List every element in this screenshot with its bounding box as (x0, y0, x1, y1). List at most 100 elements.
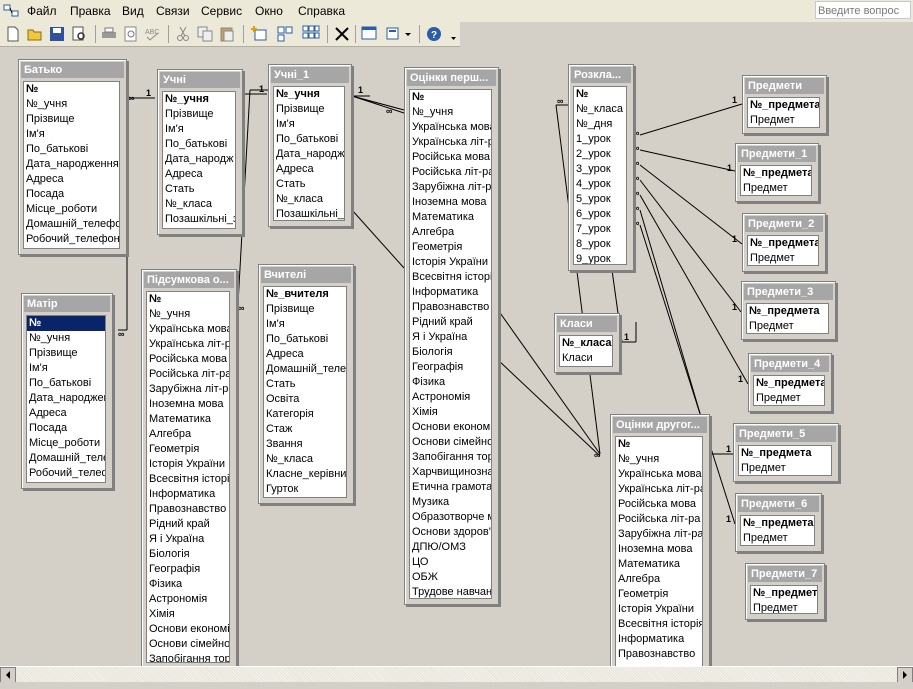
field-item[interactable]: Біологія (412, 346, 453, 358)
field-item[interactable]: Стать (276, 178, 306, 190)
relationship-line[interactable] (497, 359, 601, 457)
field-item[interactable]: Запобігання тор (412, 451, 491, 463)
field-item[interactable]: Місце_роботи (29, 437, 101, 449)
field-item[interactable]: Основи сімейної ж (149, 638, 229, 650)
menu-window[interactable]: Окно (255, 4, 283, 18)
field-item[interactable]: 5_урок (576, 193, 611, 205)
field-item[interactable]: №_учня (618, 453, 660, 465)
table-title[interactable]: Предмети_7 (748, 566, 822, 582)
field-item[interactable]: По_батькові (266, 333, 329, 345)
field-list-scrollbar[interactable] (819, 585, 824, 614)
field-item[interactable]: Правознавство (412, 301, 490, 313)
field-item[interactable]: 1_урок (576, 133, 611, 145)
menu-tools[interactable]: Сервис (201, 4, 243, 18)
menu-view[interactable]: Вид (122, 4, 144, 18)
field-item[interactable]: Російська мова (412, 151, 491, 163)
relationship-line[interactable] (351, 209, 405, 269)
relationship-line[interactable] (237, 89, 251, 305)
field-item[interactable]: Стать (266, 378, 296, 390)
field-item[interactable]: №_предмета (749, 305, 820, 317)
chevron-down-icon[interactable] (403, 25, 413, 43)
field-item[interactable]: №_класа (165, 198, 213, 210)
table-title[interactable]: Вчителі (261, 267, 351, 283)
field-list-scrollbar[interactable] (614, 335, 619, 367)
field-item[interactable]: №_вчителя (266, 288, 329, 300)
field-item[interactable]: 8_урок (576, 238, 611, 250)
field-item[interactable]: Зарубіжна літ-ра (149, 383, 229, 395)
field-item[interactable]: Посада (29, 422, 68, 434)
field-item[interactable]: Математика (618, 558, 680, 570)
field-item[interactable]: Позашкільні_з (165, 213, 235, 225)
field-item[interactable]: Основи сімейної (412, 436, 491, 448)
field-item[interactable]: ДПЮ/ОМЗ (412, 541, 466, 553)
field-item[interactable]: № (412, 91, 425, 103)
field-item[interactable]: Музика (412, 496, 450, 508)
field-item[interactable]: Класне_керівни (266, 468, 346, 480)
field-list-scrollbar[interactable] (704, 436, 709, 666)
menu-edit[interactable]: Правка (70, 4, 111, 18)
field-item[interactable]: №_учня (412, 106, 454, 118)
field-item[interactable]: № (618, 438, 631, 450)
field-item[interactable]: Зарубіжна літ-ра (412, 181, 491, 193)
field-item[interactable]: 4_урок (576, 178, 611, 190)
field-item[interactable]: №_учня (276, 88, 320, 100)
field-item[interactable]: Географія (149, 563, 201, 575)
relationship-line[interactable] (497, 309, 601, 455)
scroll-right-button[interactable] (897, 667, 913, 683)
table-title[interactable]: Учні (160, 72, 240, 88)
field-item[interactable]: Математика (412, 211, 474, 223)
field-item[interactable]: Предмет (749, 320, 794, 332)
field-item[interactable]: Домашній_телес (29, 452, 105, 464)
field-item[interactable]: Харчвищинознав (412, 466, 491, 478)
field-item[interactable]: Предмет (741, 462, 786, 474)
field-item[interactable]: Іноземна мова (618, 543, 693, 555)
field-item[interactable]: Предмет (756, 392, 801, 404)
field-item[interactable]: Прізвище (276, 103, 325, 115)
table-title[interactable]: Предмети (745, 78, 824, 94)
field-list-scrollbar[interactable] (237, 91, 242, 229)
field-item[interactable]: №_предмета (756, 377, 824, 389)
field-item[interactable]: №_предмета (743, 167, 811, 179)
field-item[interactable]: 9_урок (576, 253, 611, 265)
field-item[interactable]: Робочий_телефон (26, 233, 119, 245)
show-table-icon[interactable] (250, 25, 268, 43)
field-item[interactable]: Етична грамота (412, 481, 491, 493)
field-item[interactable]: Фізика (149, 578, 183, 590)
field-item[interactable]: Прізвище (26, 113, 75, 125)
field-item[interactable]: Предмет (753, 602, 798, 614)
field-item[interactable]: Місце_роботи (26, 203, 98, 215)
field-item[interactable]: Іноземна мова (412, 196, 487, 208)
field-item[interactable]: №_предмета (741, 447, 812, 459)
spelling-icon[interactable]: ABC (144, 25, 162, 43)
help-icon[interactable]: ? (425, 25, 443, 43)
field-item[interactable]: Хімія (412, 406, 438, 418)
field-item[interactable]: Позашкільні_з (276, 208, 344, 220)
field-item[interactable]: Правознавство (618, 648, 696, 660)
field-item[interactable]: №_класа (562, 337, 612, 349)
field-item[interactable]: Ім'я (276, 118, 295, 130)
field-list-scrollbar[interactable] (493, 89, 498, 599)
table-title[interactable]: Предмети_6 (738, 496, 819, 512)
field-item[interactable]: Категорія (266, 408, 314, 420)
table-title[interactable]: Класи (557, 316, 617, 332)
field-list-scrollbar[interactable] (628, 86, 633, 265)
field-list-scrollbar[interactable] (346, 86, 351, 221)
print-icon[interactable] (100, 25, 118, 43)
print-preview-icon[interactable] (122, 25, 140, 43)
field-item[interactable]: ОБЖ (412, 571, 438, 583)
field-item[interactable]: Дата_народження (26, 158, 119, 170)
field-item[interactable]: Предмет (743, 532, 788, 544)
field-item[interactable]: Українська мова (412, 121, 491, 133)
delete-icon[interactable] (333, 25, 351, 43)
